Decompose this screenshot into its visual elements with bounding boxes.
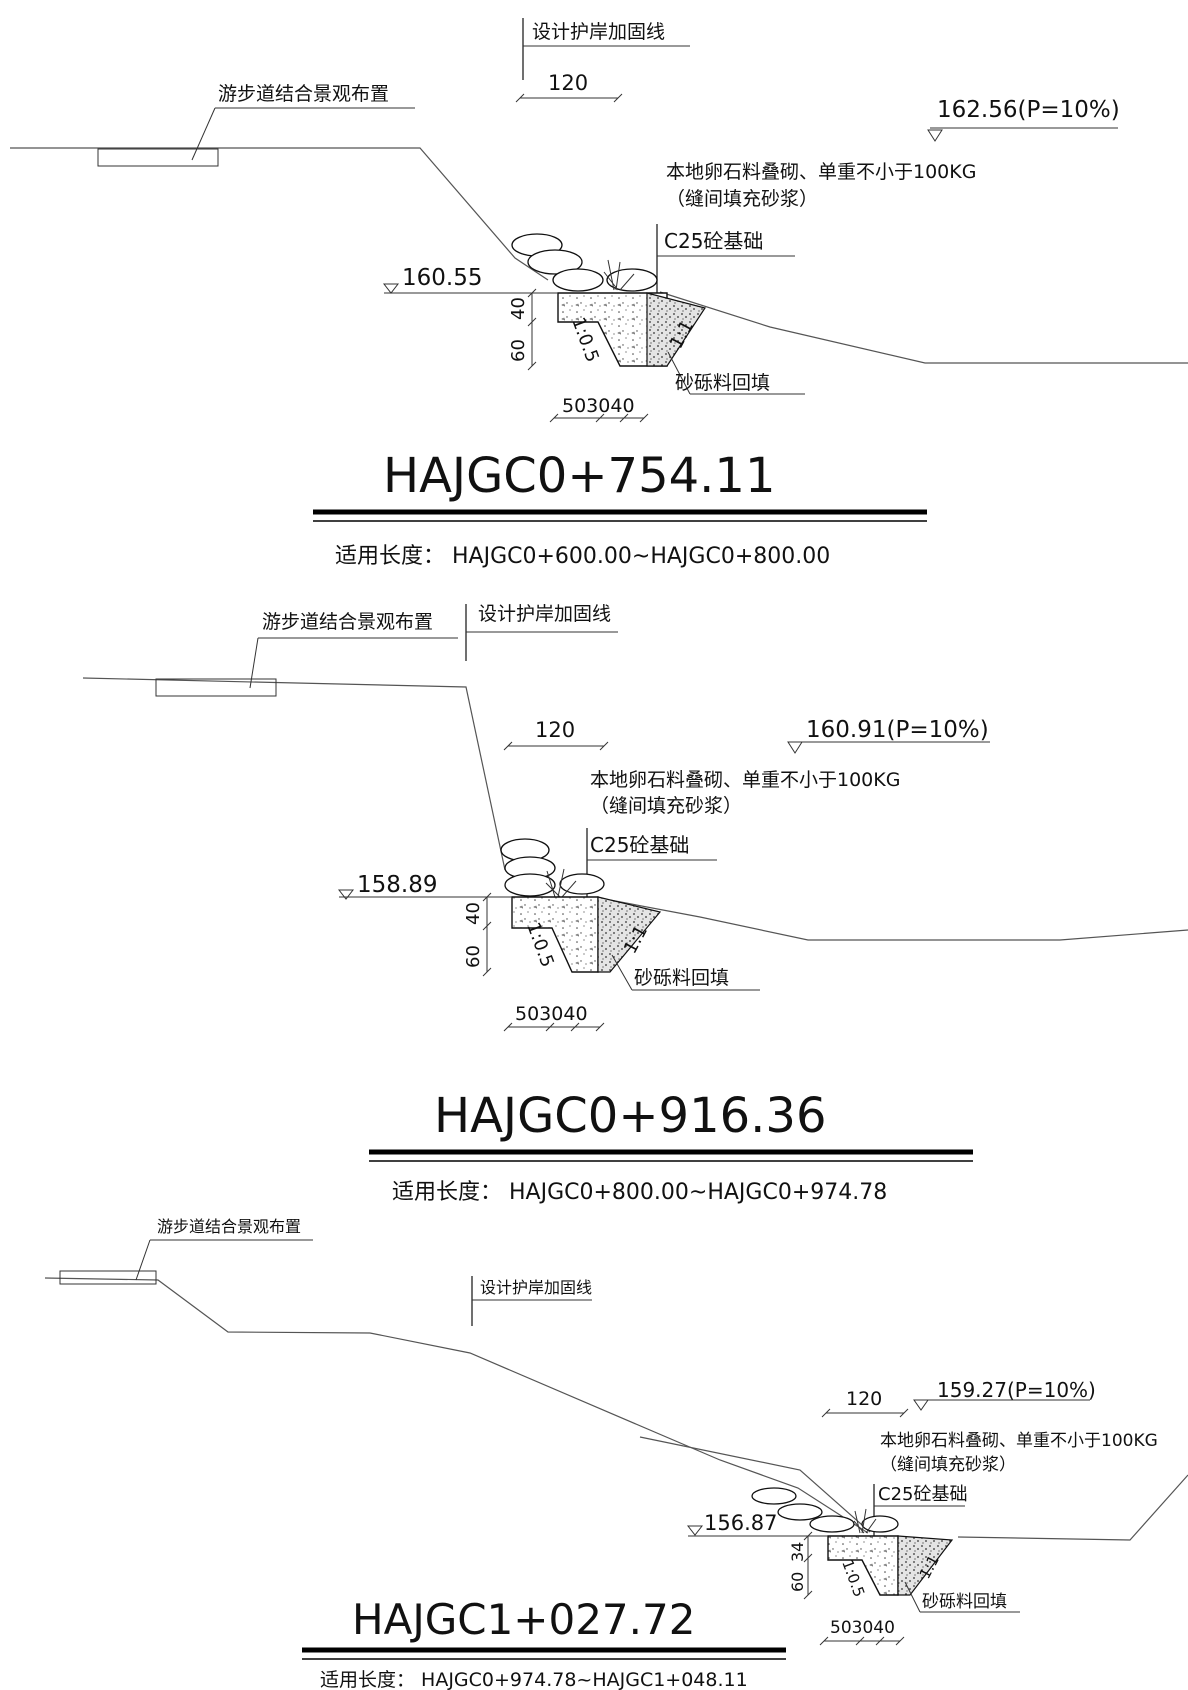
backfill-label: 砂砾料回填 — [922, 1592, 1007, 1612]
backfill-label: 砂砾料回填 — [634, 967, 729, 989]
ground-profile — [10, 147, 549, 281]
backfill-label: 砂砾料回填 — [675, 372, 770, 394]
stone-note-2: （缝间填充砂浆） — [590, 795, 742, 817]
foundation-label: C25砼基础 — [664, 229, 763, 253]
ground-profile-right — [659, 291, 1188, 364]
stone — [606, 268, 658, 292]
walkway-box — [59, 1270, 157, 1285]
dim-120: 120 — [535, 718, 575, 742]
design-line-label: 设计护岸加固线 — [478, 603, 611, 625]
water-level-label: 162.56(P=10%) — [937, 97, 1120, 123]
plant-icon — [853, 1508, 877, 1534]
design-line-label: 设计护岸加固线 — [480, 1278, 592, 1297]
section-3: 游步道结合景观布置 设计护岸加固线 120 159.27(P=10%) 本地卵石… — [44, 1217, 1188, 1690]
ground-profile — [44, 1277, 869, 1534]
dim-height-top: 40 — [463, 902, 484, 925]
water-level-label: 159.27(P=10%) — [937, 1378, 1096, 1402]
ground-profile-upper — [639, 1436, 871, 1533]
stone — [552, 268, 604, 292]
gravel-backfill — [597, 896, 662, 973]
applicable-length: 适用长度： HAJGC0+600.00~HAJGC0+800.00 — [335, 544, 830, 569]
ground-profile — [82, 677, 506, 871]
plant-icon — [545, 868, 577, 898]
base-elevation: 156.87 — [704, 1511, 777, 1535]
dim-120: 120 — [548, 71, 588, 95]
ground-profile-right — [957, 1474, 1188, 1541]
walkway-box — [97, 148, 219, 167]
width-dims: 503040 — [562, 395, 635, 417]
dim-height-total: 60 — [463, 945, 484, 968]
base-elevation: 160.55 — [402, 265, 482, 291]
stone-note-1: 本地卵石料叠砌、单重不小于100KG — [666, 161, 976, 183]
gravel-backfill — [646, 292, 706, 367]
station-title: HAJGC0+754.11 — [383, 448, 776, 504]
applicable-length: 适用长度： HAJGC0+800.00~HAJGC0+974.78 — [392, 1180, 887, 1205]
foundation-label: C25砼基础 — [878, 1484, 967, 1505]
width-dims: 503040 — [515, 1003, 588, 1025]
dim-120: 120 — [846, 1388, 882, 1410]
concrete-foundation — [557, 292, 668, 367]
stone — [527, 249, 583, 275]
width-dims: 503040 — [830, 1618, 895, 1638]
stone-note-1: 本地卵石料叠砌、单重不小于100KG — [880, 1431, 1158, 1451]
stone-note-2: （缝间填充砂浆） — [880, 1455, 1016, 1475]
dim-height-total: 60 — [788, 1572, 807, 1592]
walkway-label: 游步道结合景观布置 — [157, 1217, 301, 1236]
dim-height-total: 60 — [508, 339, 529, 362]
stone — [559, 873, 605, 895]
base-elevation: 158.89 — [357, 872, 437, 898]
stone — [809, 1515, 855, 1533]
stone — [751, 1487, 797, 1505]
stone — [504, 873, 556, 897]
dim-height-top: 34 — [788, 1542, 807, 1562]
foundation-label: C25砼基础 — [590, 833, 689, 857]
stone-note-2: （缝间填充砂浆） — [666, 188, 818, 210]
stone-note-1: 本地卵石料叠砌、单重不小于100KG — [590, 769, 900, 791]
dim-height-top: 40 — [508, 297, 529, 320]
plant-icon — [603, 259, 635, 291]
walkway-label: 游步道结合景观布置 — [262, 611, 433, 633]
walkway-box — [155, 678, 277, 697]
water-level-label: 160.91(P=10%) — [806, 717, 989, 743]
section-1: 游步道结合景观布置 设计护岸加固线 120 162.56(P=10%) 本地卵石… — [10, 18, 1188, 569]
stone — [777, 1503, 823, 1521]
stone — [861, 1515, 899, 1533]
gravel-backfill — [897, 1535, 954, 1596]
station-title: HAJGC0+916.36 — [434, 1088, 827, 1144]
design-line-label: 设计护岸加固线 — [532, 21, 665, 43]
station-title: HAJGC1+027.72 — [352, 1595, 695, 1644]
section-2: 游步道结合景观布置 设计护岸加固线 120 160.91(P=10%) 本地卵石… — [82, 603, 1188, 1205]
applicable-length: 适用长度： HAJGC0+974.78~HAJGC1+048.11 — [320, 1669, 748, 1690]
walkway-label: 游步道结合景观布置 — [218, 83, 389, 105]
ground-profile-right — [609, 899, 1188, 941]
